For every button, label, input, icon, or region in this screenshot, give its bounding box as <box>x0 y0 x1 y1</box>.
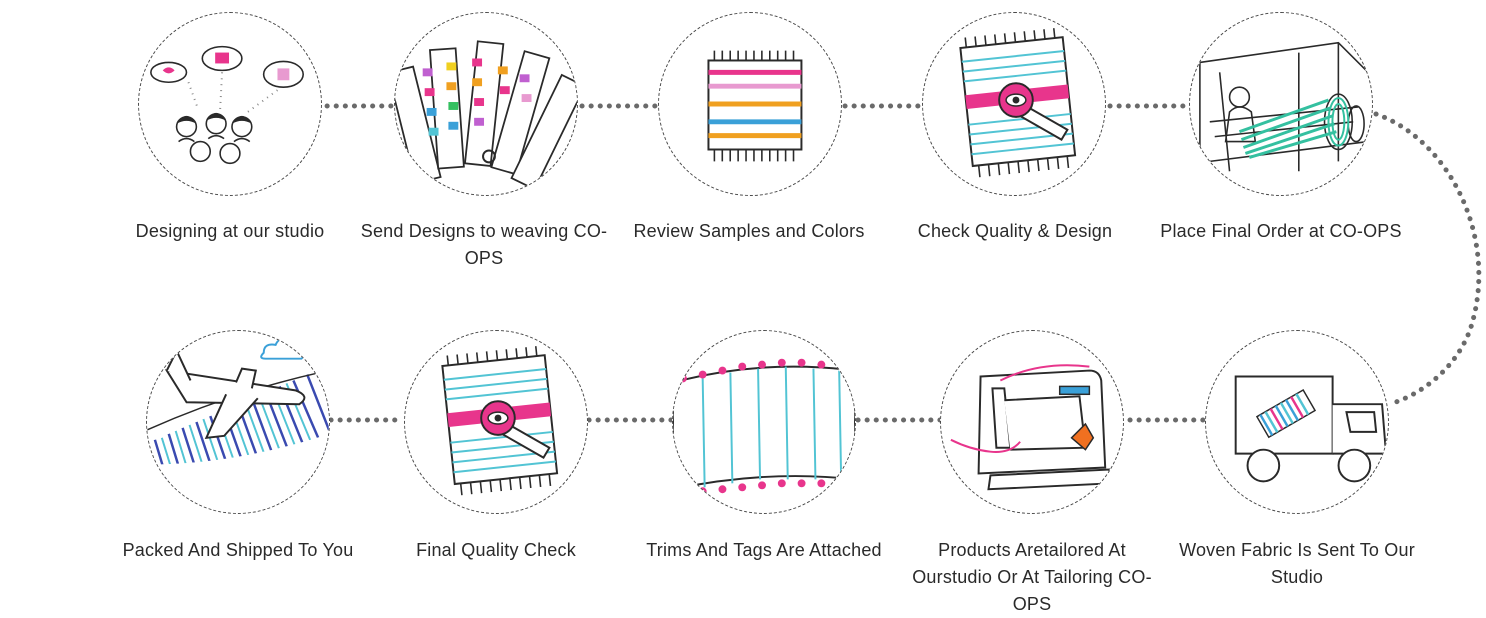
step-label-final-quality: Final Quality Check <box>416 540 576 560</box>
step-label-send-designs: Send Designs to weaving CO-OPS <box>360 221 608 268</box>
step-circle-woven-sent <box>1205 330 1389 514</box>
step-circle-check-quality <box>922 12 1106 196</box>
delivery-truck-icon <box>1234 375 1388 483</box>
color-swatch-fan-icon <box>395 40 577 191</box>
magnifier-eye-rug-icon <box>441 346 559 496</box>
connector-5-6 <box>1373 111 1482 407</box>
step-circle-place-order <box>1189 12 1373 196</box>
step-circle-final-quality <box>404 330 588 514</box>
step-label-trims-tags: Trims And Tags Are Attached <box>646 540 882 560</box>
step-label-packed-shipped: Packed And Shipped To You <box>122 540 354 560</box>
striped-rug-sample-icon <box>707 50 803 162</box>
step-label-designing: Designing at our studio <box>135 221 325 241</box>
step-circle-tailored <box>940 330 1124 514</box>
step-label-tailored: Products Aretailored At Ourstudio Or At … <box>912 540 1152 614</box>
step-circle-review-samples <box>658 12 842 196</box>
step-circle-designing <box>138 12 322 196</box>
step-label-check-quality: Check Quality & Design <box>917 221 1113 241</box>
magnifier-eye-rug-icon <box>959 28 1077 178</box>
step-circle-packed-shipped <box>146 330 330 514</box>
step-circle-send-designs <box>394 12 578 196</box>
airplane-icon <box>147 337 329 513</box>
weaving-loom-icon <box>1199 41 1369 182</box>
pom-pom-trim-fabric-icon <box>673 358 855 498</box>
step-label-review-samples: Review Samples and Colors <box>633 221 865 241</box>
sewing-machine-icon <box>950 364 1113 491</box>
designers-sketch-icon <box>150 45 304 165</box>
step-label-place-order: Place Final Order at CO-OPS <box>1160 221 1402 241</box>
step-label-woven-sent: Woven Fabric Is Sent To Our Studio <box>1179 540 1415 587</box>
step-circle-trims-tags <box>672 330 856 514</box>
